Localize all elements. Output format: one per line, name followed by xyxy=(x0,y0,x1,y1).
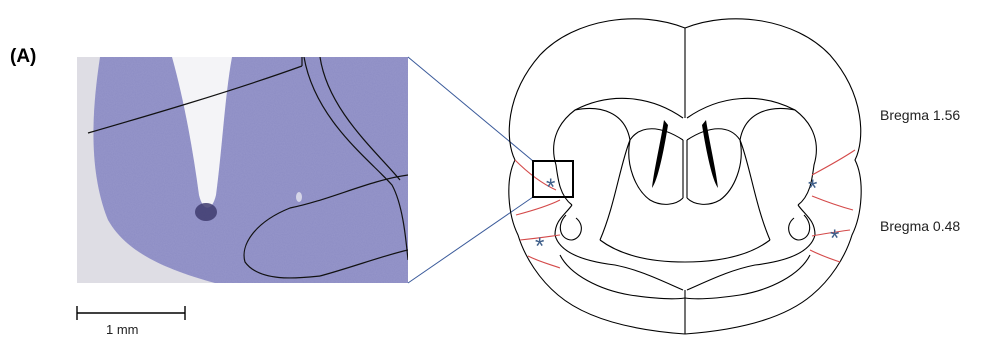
asterisk-marker: * xyxy=(546,174,555,201)
asterisk-marker: * xyxy=(535,233,544,260)
scale-bar-label: 1 mm xyxy=(106,322,139,337)
bregma-label-top: Bregma 1.56 xyxy=(880,107,960,123)
scale-bar xyxy=(77,306,185,320)
asterisk-marker: * xyxy=(830,225,839,252)
bregma-label-bottom: Bregma 0.48 xyxy=(880,218,960,234)
asterisk-marker: * xyxy=(808,175,817,202)
zoom-line-bottom xyxy=(408,197,533,283)
nissl-micrograph xyxy=(77,57,408,283)
zoom-line-top xyxy=(408,57,533,161)
